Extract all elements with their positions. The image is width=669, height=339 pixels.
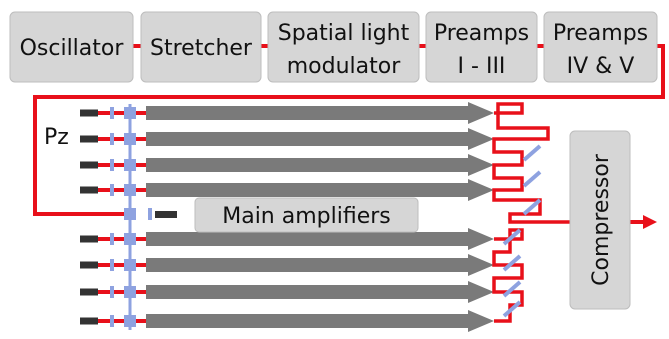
channel-mirror [110,184,114,196]
column-node [124,184,136,196]
amplifier-channel-3 [80,154,494,176]
amplifier-bar [146,254,494,276]
combiner-mirror-7 [502,300,522,318]
block-compressor: Compressor [569,130,631,310]
combiner-mirror-6 [502,280,522,298]
amplifier-channel-5 [80,228,494,250]
piezo-mount [80,317,98,325]
beam-combiner [492,102,570,323]
combiner-mirror-5 [502,254,522,272]
compressor-label: Compressor [589,153,614,286]
main-amplifiers-label: Main amplifiers [222,204,391,229]
preamps13-label-line1: Preamps [434,21,529,46]
block-preamps-1-3: Preamps I - III [425,11,538,83]
piezo-mount [80,135,98,143]
amplifier-bar [146,128,494,150]
stretcher-label: Stretcher [150,36,253,61]
slm-label-line1: Spatial light [278,21,410,46]
amplifier-channels [80,102,494,332]
amplifier-channel-4 [80,179,494,201]
amplifier-bar [146,281,494,303]
piezo-mount-feed [155,211,177,218]
channel-mirror [110,233,114,245]
amplifier-bar [146,154,494,176]
amplifier-bar [146,228,494,250]
amplifier-channel-7 [80,281,494,303]
block-oscillator: Oscillator [9,11,134,83]
amplifier-channel-2 [80,128,494,150]
piezo-mount [80,235,98,243]
amplifier-bar [146,102,494,124]
block-spatial-light-modulator: Spatial light modulator [267,11,420,83]
piezo-mount [80,109,98,117]
amplifier-bar [146,310,494,332]
combiner-mirror-2 [522,170,542,188]
channel-mirror [110,133,114,145]
column-node [124,233,136,245]
piezo-mount [80,261,98,269]
amplifier-channel-8 [80,310,494,332]
amplifier-channel-6 [80,254,494,276]
column-node [124,107,136,119]
mirror-feed [148,208,152,220]
pz-label: Pz [44,125,69,150]
column-node-feed [124,208,136,220]
block-preamps-4-5: Preamps IV & V [543,11,658,83]
column-node [124,133,136,145]
piezo-mount [80,161,98,169]
output-arrow [643,215,657,229]
channel-mirror [110,259,114,271]
upper-combiner-path [492,102,570,224]
beam-feedback-loop [33,44,665,216]
block-main-amplifiers: Main amplifiers [194,197,419,233]
piezo-mount [80,186,98,194]
amplifier-bar [146,179,494,201]
preamps45-label-line2: IV & V [567,54,635,79]
lower-combiner-path [492,228,524,323]
column-node [124,259,136,271]
slm-label-line2: modulator [287,54,401,79]
preamps45-label-line1: Preamps [553,21,648,46]
preamps13-label-line2: I - III [458,54,506,79]
block-stretcher: Stretcher [140,11,262,83]
column-node [124,159,136,171]
beam-path [33,44,665,224]
combiner-mirror-1 [522,144,542,162]
combiner-mirror-3 [522,198,542,216]
column-node [124,315,136,327]
piezo-mount [80,288,98,296]
column-node [124,286,136,298]
oscillator-label: Oscillator [20,36,125,61]
amplifier-channel-1 [80,102,494,124]
combiner-mirror-4 [502,228,522,246]
channel-mirror [110,159,114,171]
channel-mirror [110,286,114,298]
channel-mirror [110,315,114,327]
channel-mirror [110,107,114,119]
